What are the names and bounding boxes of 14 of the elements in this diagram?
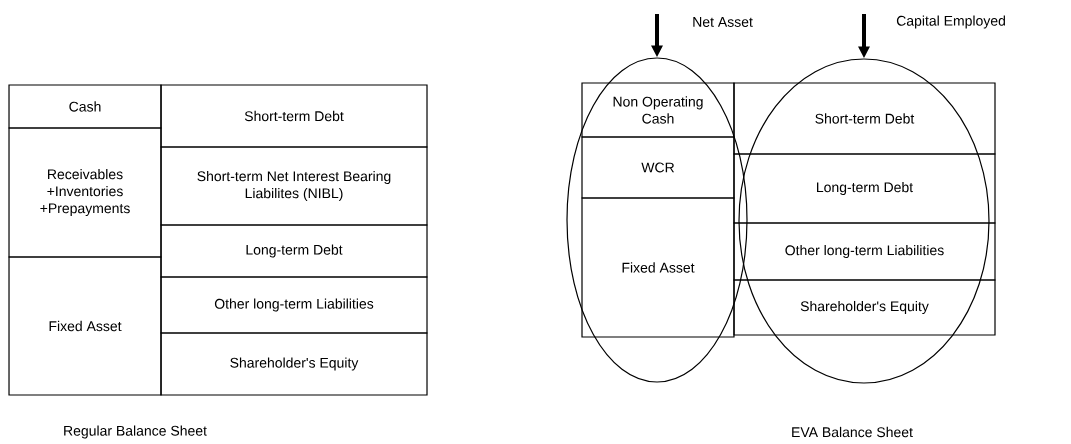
table-cell: Other long-term Liabilities (160, 276, 428, 334)
table-cell: Cash (8, 84, 162, 129)
table-cell: Short-term Net Interest Bearing Liabilites (NIBL) (160, 146, 428, 226)
table-cell: Long-term Debt (160, 224, 428, 278)
table-cell: Receivables +Inventories +Prepayments (8, 127, 162, 258)
edge-label: Net Asset (693, 17, 753, 27)
ellipse (566, 57, 748, 383)
table-cell: Short-term Debt (160, 84, 428, 148)
table-cell: Fixed Asset (8, 256, 162, 396)
caption: Regular Balance Sheet (64, 425, 207, 439)
edge-label: Capital Employed (896, 15, 1005, 29)
ellipse (738, 58, 990, 384)
table-cell: Shareholder's Equity (160, 332, 428, 396)
caption: EVA Balance Sheet (792, 426, 913, 438)
